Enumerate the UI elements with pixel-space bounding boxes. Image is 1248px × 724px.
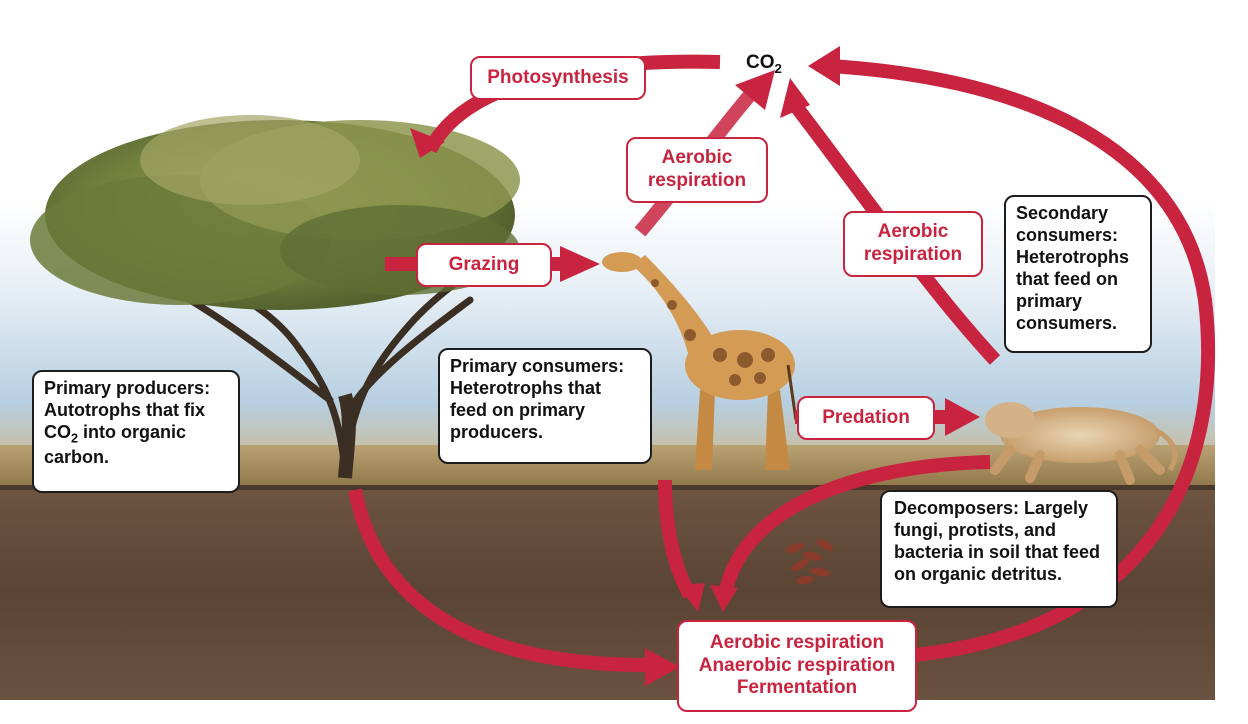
aerobic-line-2: respiration [863,244,963,265]
photosynthesis-text: Photosynthesis [487,66,629,88]
producers-line-1: Primary producers: [44,378,211,398]
aerobic-line-1: Aerobic [877,221,949,243]
acacia-tree [30,115,520,479]
sc-line-2: consumers: [1016,224,1119,245]
producers-line-2: Autotrophs that fix [44,399,205,420]
co2-main: CO [746,52,775,73]
co2-label: CO2 [746,52,782,76]
arrow-tree-to-decomposition [348,488,646,672]
decomp-line-2: Anaerobic respiration [698,654,896,676]
predation-label: Predation [797,396,935,440]
arrow-lion-to-decomposition [718,455,991,597]
sc-line-3: Heterotrophs [1016,246,1130,267]
grazing-label: Grazing [416,243,552,287]
primary-consumers-note: Primary consumers: Heterotrophs that fee… [438,348,652,464]
dec-line-4: on organic detritus. [894,563,1063,584]
decomposer-organisms [785,539,834,585]
co2-sub: 2 [774,60,782,76]
producers-line-3: CO2 into organic [44,422,228,447]
photosynthesis-label: Photosynthesis [470,56,646,100]
sc-line-4: that feed on [1016,268,1118,289]
giraffe [602,252,798,470]
producers-co2: CO [44,421,71,442]
producers-line-3-rest: into organic [78,421,187,442]
predation-text: Predation [822,406,910,428]
aerobic-respiration-lion-label: Aerobic respiration [843,211,983,277]
producers-co2-sub: 2 [71,431,79,446]
sc-line-1: Secondary [1016,203,1109,223]
secondary-consumers-note: Secondary consumers: Heterotrophs that f… [1004,195,1152,353]
pc-line-1: Primary consumers: [450,356,625,376]
decomp-line-1: Aerobic respiration [709,631,885,653]
decomposition-process-label: Aerobic respiration Anaerobic respiratio… [677,620,917,712]
producers-line-4: carbon. [44,446,110,467]
primary-producers-note: Primary producers: Autotrophs that fix C… [32,370,240,493]
dec-line-2: fungi, protists, and [894,519,1056,540]
sc-line-5: primary [1016,290,1083,311]
decomposers-note: Decomposers: Largely fungi, protists, an… [880,490,1118,608]
arrowheads [410,46,980,686]
aerobic-line-1: Aerobic [661,147,733,169]
grazing-text: Grazing [448,253,520,275]
pc-line-2: Heterotrophs that [450,377,602,398]
dec-line-1: Decomposers: Largely [894,498,1089,518]
lioness [985,402,1178,485]
aerobic-respiration-giraffe-label: Aerobic respiration [626,137,768,203]
dec-line-3: bacteria in soil that feed [894,541,1101,562]
pc-line-4: producers. [450,421,544,442]
decomp-line-3: Fermentation [736,677,858,699]
pc-line-3: feed on primary [450,399,586,420]
aerobic-line-2: respiration [647,170,747,191]
sc-line-6: consumers. [1016,312,1118,333]
